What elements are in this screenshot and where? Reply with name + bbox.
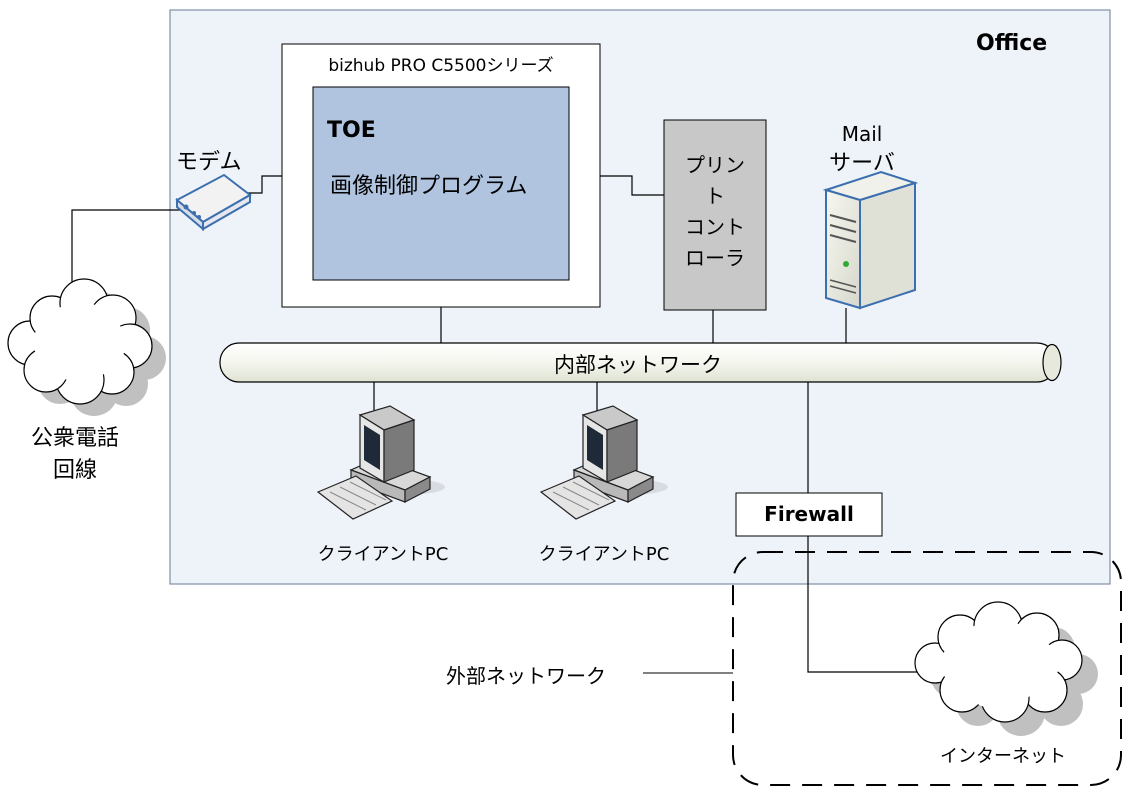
office-title: Office bbox=[976, 31, 1048, 56]
mail-server-icon bbox=[822, 170, 919, 310]
mail-server-label: Mail サーバ bbox=[812, 119, 912, 179]
pstn-line-1: 公衆電話 bbox=[30, 426, 119, 451]
print-controller-line-4: ローラ bbox=[685, 246, 745, 270]
toe-title: TOE bbox=[327, 118, 376, 143]
internal-network-pipe bbox=[219, 342, 1062, 383]
pstn-link bbox=[71, 209, 186, 298]
internal-network-label: 内部ネットワーク bbox=[554, 353, 722, 377]
firewall-box bbox=[735, 492, 883, 537]
client-pc-1-label: クライアントPC bbox=[317, 544, 449, 565]
internet-label: インターネット bbox=[940, 746, 1066, 767]
mail-server-line-2: サーバ bbox=[829, 151, 895, 176]
print-controller-line-3: コント bbox=[685, 215, 745, 239]
controller-link bbox=[600, 175, 664, 196]
modem-link bbox=[244, 175, 282, 194]
pstn-line-2: 回線 bbox=[52, 458, 97, 483]
mail-server-line-1: Mail bbox=[841, 122, 883, 146]
pstn-cloud-icon bbox=[7, 278, 166, 416]
client-pc-1-icon bbox=[316, 405, 445, 520]
print-controller-line-2: ト bbox=[705, 184, 725, 208]
modem-icon bbox=[175, 173, 252, 232]
toe-box bbox=[312, 86, 570, 281]
firewall-label: Firewall bbox=[764, 502, 854, 526]
external-network-boundary bbox=[732, 551, 1122, 786]
client-pc-2-icon bbox=[539, 405, 668, 520]
print-controller-label: プリン ト コント ローラ bbox=[664, 150, 766, 274]
internet-link bbox=[807, 536, 918, 673]
toe-program-name: 画像制御プログラム bbox=[330, 174, 528, 199]
internet-cloud-icon bbox=[914, 601, 1098, 736]
product-title: bizhub PRO C5500シリーズ bbox=[328, 56, 554, 76]
client-pc-2-label: クライアントPC bbox=[538, 544, 670, 565]
external-network-label: 外部ネットワーク bbox=[446, 664, 606, 688]
pstn-label: 公衆電話 回線 bbox=[10, 423, 140, 487]
print-controller-box bbox=[663, 119, 767, 311]
modem-label: モデム bbox=[176, 150, 242, 175]
print-controller-line-1: プリン bbox=[685, 153, 745, 177]
